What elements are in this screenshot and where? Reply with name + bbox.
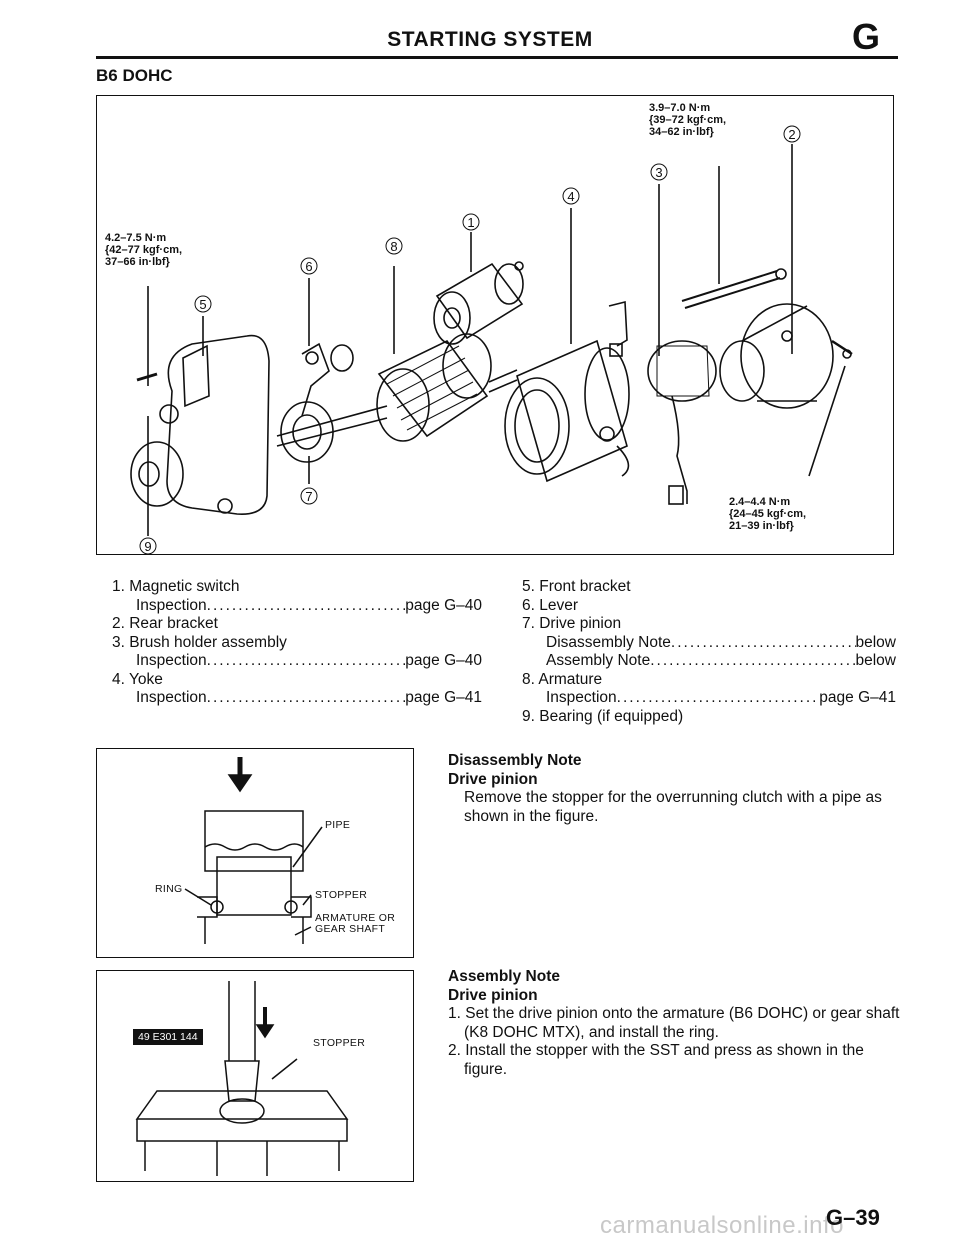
parts-item: 1. Magnetic switch — [112, 578, 240, 595]
label-stopper: STOPPER — [315, 889, 368, 901]
parts-subitem: Inspection .............................… — [136, 689, 482, 706]
parts-item: 9. Bearing (if equipped) — [522, 707, 684, 725]
parts-subitem: Inspection .............................… — [546, 689, 896, 706]
disassembly-note: Disassembly Note Drive pinion Remove the… — [448, 752, 900, 826]
section-letter: G — [852, 16, 881, 57]
note-title: Assembly Note — [448, 968, 560, 985]
parts-subitem: Assembly Note ..........................… — [546, 652, 897, 669]
svg-text:1: 1 — [467, 215, 474, 230]
page-number: G–39 — [826, 1205, 880, 1230]
exploded-view-figure: 1 2 3 4 5 6 7 8 9 3.9–7.0 N·m {39–72 kgf… — [96, 95, 894, 555]
note-subtitle: Drive pinion — [448, 770, 538, 788]
sst-number-tag: 49 E301 144 — [133, 1029, 203, 1045]
page-title: STARTING SYSTEM — [387, 28, 593, 51]
parts-subitem: Inspection .............................… — [136, 596, 482, 614]
assembly-drawing — [135, 981, 349, 1176]
watermark: carmanualsonline.info — [600, 1212, 844, 1239]
label-armature-shaft: ARMATURE OR GEAR SHAFT — [315, 912, 396, 935]
parts-subitem-label: Disassembly Note — [546, 633, 671, 651]
parts-item: 8. Armature — [522, 670, 603, 688]
svg-text:4: 4 — [567, 189, 574, 204]
page-reference: below — [855, 652, 897, 669]
torque-rear-nut: 2.4–4.4 N·m {24–45 kgf·cm, 21–39 in·lbf} — [729, 496, 807, 532]
page-reference: page G–40 — [405, 596, 482, 614]
svg-text:5: 5 — [199, 297, 206, 312]
callout-7: 7 — [300, 487, 318, 505]
header-rule — [96, 56, 898, 59]
disassembly-drawing — [184, 757, 323, 944]
parts-item: 5. Front bracket — [522, 578, 631, 595]
parts-subitem: Inspection .............................… — [136, 652, 482, 669]
callout-8: 8 — [385, 237, 403, 255]
note-body: Remove the stopper for the overrunning c… — [464, 789, 882, 825]
label-stopper: STOPPER — [313, 1037, 366, 1049]
disassembly-figure: PIPE RING STOPPER ARMATURE OR GEAR SHAFT — [96, 748, 414, 958]
parts-item: 2. Rear bracket — [112, 615, 218, 632]
parts-subitem-label: Inspection — [546, 689, 617, 706]
note-title: Disassembly Note — [448, 752, 582, 769]
parts-item: 4. Yoke — [112, 670, 163, 688]
callout-3: 3 — [650, 163, 668, 181]
callout-1: 1 — [462, 213, 480, 231]
page-reference: page G–41 — [819, 689, 896, 706]
callout-2: 2 — [783, 125, 801, 143]
parts-subitem-label: Inspection — [136, 689, 207, 706]
callout-9: 9 — [139, 537, 157, 555]
page-reference: below — [855, 633, 897, 651]
parts-subitem-label: Inspection — [136, 652, 207, 669]
page-reference: page G–40 — [405, 652, 482, 669]
note-step: 1. Set the drive pinion onto the armatur… — [448, 1005, 900, 1041]
callout-6: 6 — [300, 257, 318, 275]
exploded-view-drawing: 1 2 3 4 5 6 7 8 9 — [130, 125, 853, 555]
torque-front-bracket: 4.2–7.5 N·m {42–77 kgf·cm, 37–66 in·lbf} — [105, 232, 183, 268]
label-pipe: PIPE — [325, 819, 351, 831]
assembly-note: Assembly Note Drive pinion 1. Set the dr… — [448, 968, 900, 1079]
assembly-figure: 49 E301 144 STOPPER — [96, 970, 414, 1182]
parts-item: 3. Brush holder assembly — [112, 633, 287, 651]
svg-text:6: 6 — [305, 259, 312, 274]
section-label: B6 DOHC — [96, 66, 173, 85]
svg-text:2: 2 — [788, 127, 795, 142]
note-step: 2. Install the stopper with the SST and … — [448, 1042, 864, 1078]
callout-5: 5 — [194, 295, 212, 313]
parts-subitem-label: Assembly Note — [546, 652, 651, 669]
parts-list-left: 1. Magnetic switch Inspection ..........… — [112, 578, 482, 708]
parts-list-right: 5. Front bracket 6. Lever 7. Drive pinio… — [522, 578, 896, 726]
svg-text:8: 8 — [390, 239, 397, 254]
page-reference: page G–41 — [405, 689, 482, 706]
parts-subitem-label: Inspection — [136, 596, 207, 614]
svg-text:3: 3 — [655, 165, 662, 180]
svg-text:9: 9 — [144, 539, 151, 554]
label-ring: RING — [155, 883, 183, 895]
parts-item: 7. Drive pinion — [522, 615, 622, 632]
parts-item: 6. Lever — [522, 596, 579, 614]
note-subtitle: Drive pinion — [448, 986, 538, 1004]
callout-numbers: 1 2 3 4 5 6 7 8 9 — [139, 125, 801, 555]
parts-subitem: Disassembly Note .......................… — [546, 633, 897, 651]
callout-4: 4 — [562, 187, 580, 205]
torque-rear-bracket: 3.9–7.0 N·m {39–72 kgf·cm, 34–62 in·lbf} — [649, 102, 727, 138]
svg-text:7: 7 — [305, 489, 312, 504]
